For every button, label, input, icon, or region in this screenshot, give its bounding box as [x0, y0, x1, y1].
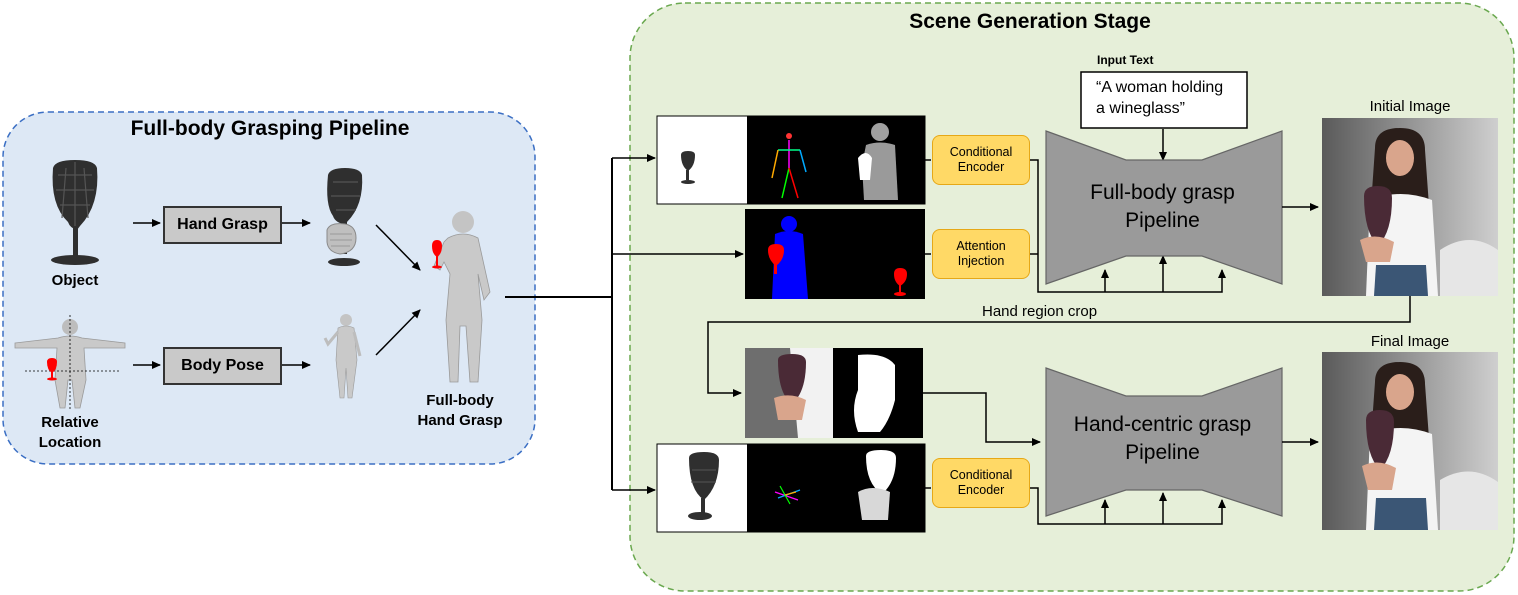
input-text-box	[1080, 71, 1248, 129]
full-body-pipeline-hourglass	[1045, 130, 1283, 285]
bottom-pipeline-line2: Pipeline	[1125, 441, 1200, 464]
hand-grasp-box: Hand Grasp	[163, 206, 282, 244]
arrow-bodypose-to-fullbody	[375, 309, 421, 356]
full-body-grasp-icon	[432, 211, 491, 383]
final-image	[1322, 352, 1498, 530]
cond-encoder-top-line2: Encoder	[957, 160, 1005, 174]
input-text-label: Input Text	[1097, 53, 1154, 67]
top-pipeline-line2: Pipeline	[1125, 209, 1200, 232]
attention-mask-image	[745, 209, 925, 299]
left-panel-title: Full-body Grasping Pipeline	[130, 117, 410, 140]
conn-crop-to-pipeline	[923, 392, 1041, 446]
input-text-line2: a wineglass”	[1096, 100, 1185, 117]
full-body-label-line2: Hand Grasp	[417, 412, 503, 429]
top-pipeline-line1: Full-body grasp	[1090, 181, 1235, 204]
right-panel-title: Scene Generation Stage	[909, 10, 1151, 33]
left-panel	[2, 111, 536, 465]
wineglass-object-icon	[51, 160, 99, 265]
tpose-body-icon	[14, 315, 126, 410]
relative-label-line1: Relative	[41, 414, 99, 431]
hand-region-crop-arrow	[707, 296, 1411, 397]
full-body-label-line1: Full-body	[426, 392, 494, 409]
arrow-handgrasp-to-fullbody	[375, 224, 421, 271]
relative-label-line2: Location	[38, 434, 102, 451]
initial-image	[1322, 118, 1498, 296]
body-pose-result-icon	[323, 314, 362, 399]
input-text-line1: “A woman holding	[1096, 79, 1224, 96]
cond-encoder-top-line1: Conditional	[949, 145, 1013, 159]
attention-line2: Injection	[957, 254, 1005, 268]
body-pose-box: Body Pose	[163, 347, 282, 385]
bottom-condition-strip	[656, 443, 926, 533]
object-label: Object	[51, 272, 99, 289]
hand-region-crop-label: Hand region crop	[982, 303, 1098, 320]
initial-image-label: Initial Image	[1369, 98, 1451, 115]
cond-encoder-bottom-line2: Encoder	[957, 483, 1005, 497]
conn-top-encoder	[1030, 159, 1226, 293]
hand-crop-image	[745, 348, 923, 438]
conn-bottom-encoder	[1030, 487, 1226, 525]
final-image-label: Final Image	[1370, 333, 1450, 350]
top-condition-strip	[656, 115, 926, 205]
hand-grasp-result-icon	[326, 168, 363, 266]
attention-line1: Attention	[956, 239, 1006, 253]
cond-encoder-bottom-line1: Conditional	[949, 468, 1013, 482]
bottom-pipeline-line1: Hand-centric grasp	[1073, 413, 1252, 436]
hand-centric-pipeline-hourglass	[1045, 367, 1283, 517]
